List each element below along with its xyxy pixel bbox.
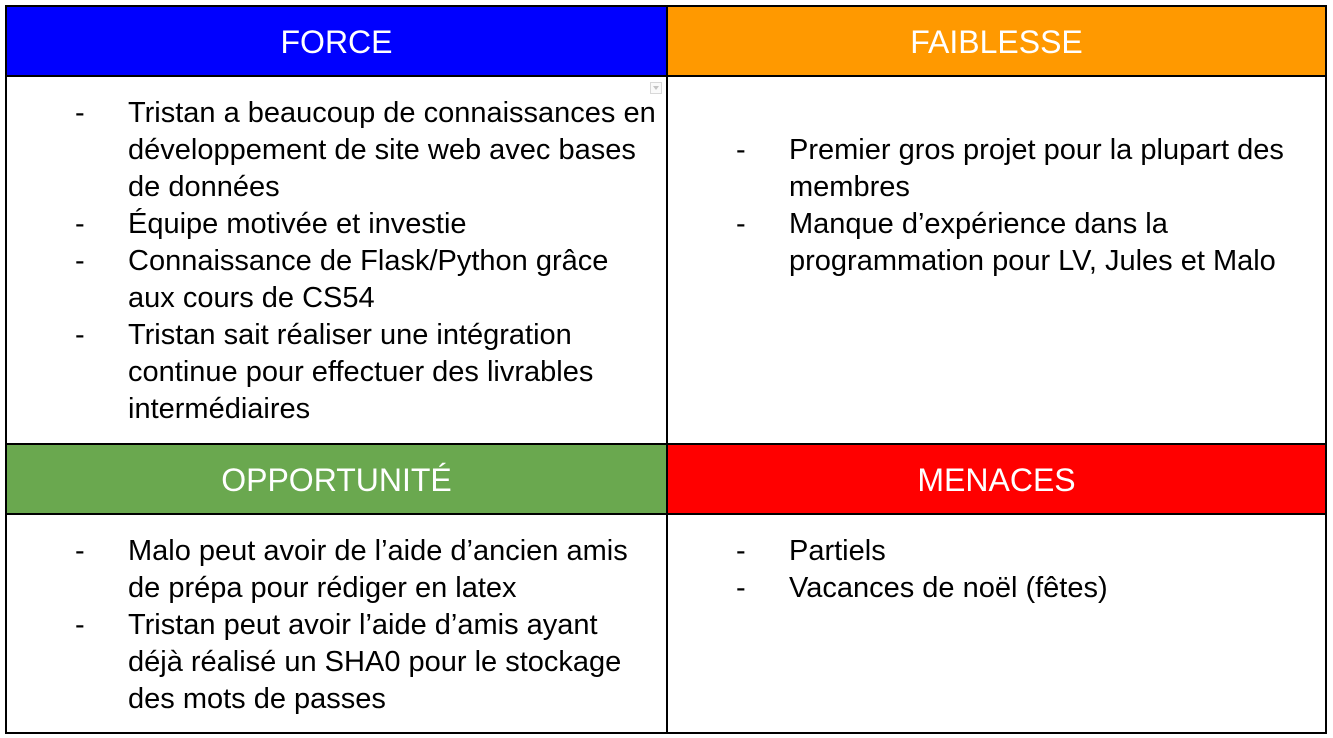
menaces-cell[interactable]: - Partiels - Vacances de noël (fêtes) [668,515,1325,732]
list-item-text: Partiels [789,535,886,567]
force-title: FORCE [280,23,393,60]
bullet-dash: - [75,245,85,277]
list-item: - Tristan peut avoir l’aide d’amis ayant … [7,607,666,718]
bullet-dash: - [736,535,746,567]
force-list: - Tristan a beaucoup de connaissances en … [7,95,666,428]
opportunite-list: - Malo peut avoir de l’aide d’ancien amis… [7,533,666,718]
list-item: - Tristan a beaucoup de connaissances en … [7,95,666,206]
bullet-dash: - [75,208,85,240]
dropdown-arrow-icon[interactable] [650,82,662,94]
list-item: - Partiels [668,533,1325,570]
list-item: - Manque d’expérience dans la programmati… [668,206,1325,280]
list-item: - Équipe motivée et investie [7,206,666,243]
bullet-dash: - [75,319,85,351]
opportunite-header: OPPORTUNITÉ [7,445,666,515]
vertical-divider [666,7,668,732]
list-item: - Vacances de noël (fêtes) [668,570,1325,607]
list-item-text: Connaissance de Flask/Python grâce aux c… [128,245,609,314]
faiblesse-header: FAIBLESSE [668,7,1325,77]
opportunite-cell[interactable]: - Malo peut avoir de l’aide d’ancien amis… [7,515,666,732]
force-header: FORCE [7,7,666,77]
list-item: - Connaissance de Flask/Python grâce aux … [7,243,666,317]
bullet-dash: - [75,609,85,641]
bullet-dash: - [736,572,746,604]
list-item-text: Premier gros projet pour la plupart des … [789,134,1284,203]
faiblesse-title: FAIBLESSE [910,23,1083,60]
list-item-text: Malo peut avoir de l’aide d’ancien amis … [128,535,628,604]
menaces-header: MENACES [668,445,1325,515]
opportunite-title: OPPORTUNITÉ [221,461,452,498]
list-item: - Tristan sait réaliser une intégration c… [7,317,666,428]
row-divider [7,443,1325,445]
list-item-text: Tristan peut avoir l’aide d’amis ayant d… [128,609,622,715]
force-cell[interactable]: - Tristan a beaucoup de connaissances en … [7,77,666,443]
list-item: - Malo peut avoir de l’aide d’ancien amis… [7,533,666,607]
header-divider-bottom [7,513,1325,515]
list-item: - Premier gros projet pour la plupart des… [668,132,1325,206]
list-item-text: Vacances de noël (fêtes) [789,572,1108,604]
bullet-dash: - [736,134,746,166]
list-item-text: Manque d’expérience dans la programmatio… [789,208,1276,277]
list-item-text: Équipe motivée et investie [128,208,467,240]
swot-table: FORCE FAIBLESSE - Tristan a beaucoup de c… [5,5,1327,734]
faiblesse-list: - Premier gros projet pour la plupart des… [668,132,1325,280]
menaces-title: MENACES [917,461,1076,498]
bullet-dash: - [75,535,85,567]
bullet-dash: - [736,208,746,240]
faiblesse-cell[interactable]: - Premier gros projet pour la plupart des… [668,77,1325,443]
list-item-text: Tristan sait réaliser une intégration co… [128,319,594,425]
header-divider-top [7,75,1325,77]
menaces-list: - Partiels - Vacances de noël (fêtes) [668,533,1325,607]
bullet-dash: - [75,97,85,129]
list-item-text: Tristan a beaucoup de connaissances en d… [128,97,656,203]
